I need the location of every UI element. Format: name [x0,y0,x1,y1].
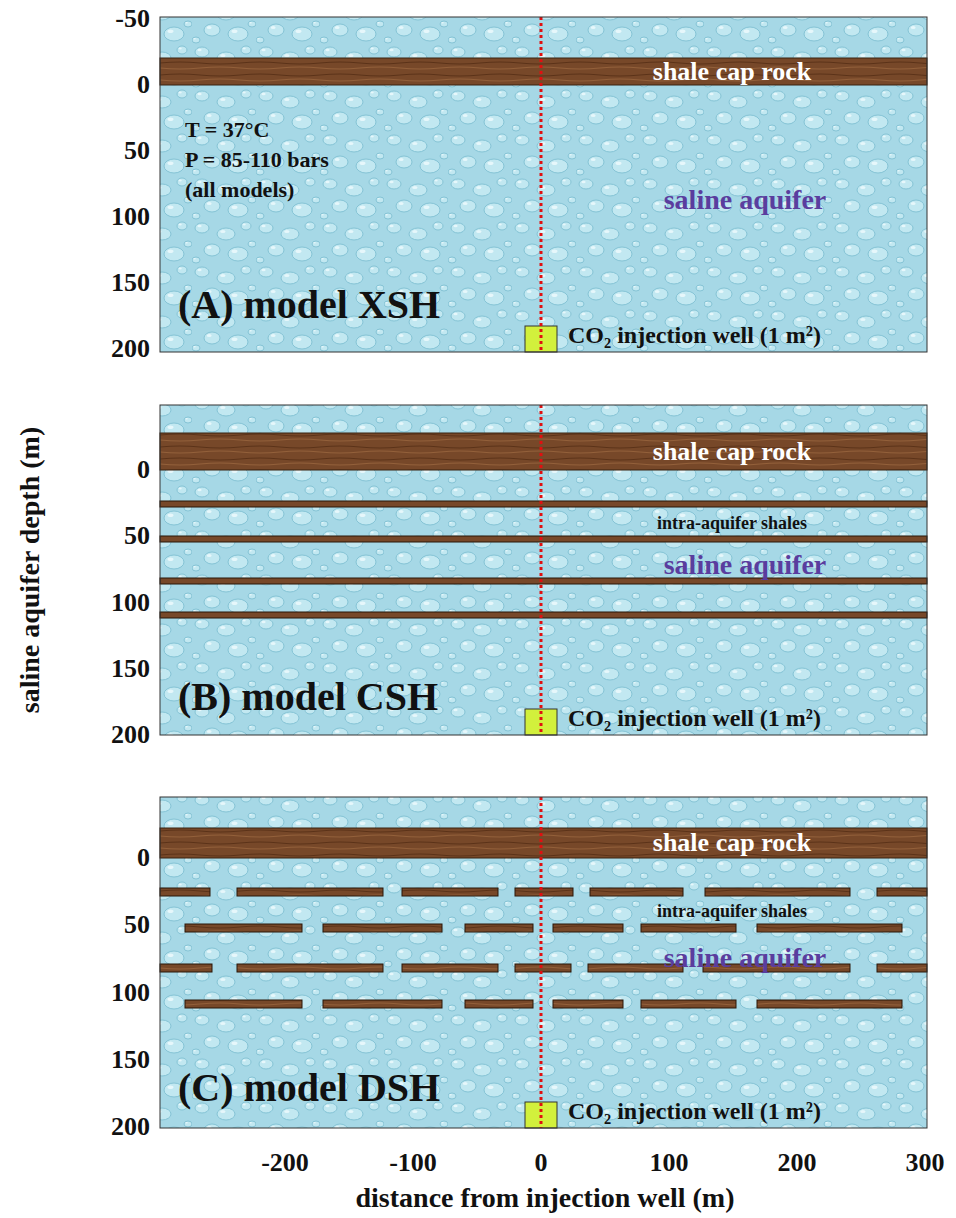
cap-rock: shale cap rock [160,828,927,858]
region-label: saline aquifer [664,186,827,214]
panel-note: T = 37°C P = 85-110 bars (all models) [185,115,329,205]
depth-tick: 150 [111,1047,150,1073]
shale-lens [465,1000,533,1008]
model-title: (B) model CSH [178,677,438,717]
panel-frame [160,17,927,352]
aquifer-panel [160,797,927,1128]
shale-lens [515,888,573,896]
depth-tick: 150 [111,656,150,682]
distance-tick: 300 [906,1150,945,1176]
shale-lens [402,964,498,972]
shale-lens [877,964,927,972]
shale-lens [160,964,212,972]
distance-tick: -200 [261,1150,309,1176]
x-axis-title: distance from injection well (m) [356,1184,735,1212]
shale-lens [705,888,850,896]
shale-lens [553,1000,623,1008]
depth-tick: 50 [124,523,150,549]
y-axis-title: saline aquifer depth (m) [16,427,44,714]
shale-layer [160,612,927,618]
saline-water [160,797,927,1128]
aquifer-panel [160,17,927,352]
model-title: (C) model DSH [178,1068,440,1108]
cap-rock-band [160,433,927,470]
cap-label: shale cap rock [653,830,811,856]
shale-layer [160,536,927,542]
well-axis [540,797,543,1128]
shale-lens [402,888,498,896]
shale-lens [160,888,210,896]
depth-tick: -50 [115,6,150,32]
cap-rock: shale cap rock [160,433,927,470]
distance-tick: 200 [778,1150,817,1176]
depth-tick: 200 [111,722,150,748]
depth-tick: 0 [137,457,150,483]
shale-lens [877,888,927,896]
depth-tick: 50 [124,912,150,938]
shale-lens [553,924,623,932]
panel-frame [160,405,927,735]
shale-lens [237,964,383,972]
well-label: CO₂ injection well (1 m²) [568,323,821,347]
cap-rock-band [160,58,927,85]
cap-rock: shale cap rock [160,58,927,85]
shale-lens [465,924,533,932]
depth-tick: 100 [111,590,150,616]
aquifer-panel [160,405,927,735]
shale-lens [237,888,383,896]
aquifer-model-panel: T = 37°C P = 85-110 bars (all models) sal… [160,17,927,352]
depth-tick: 100 [111,204,150,230]
injection-well: CO₂ injection well (1 m²) [525,709,826,735]
distance-tick: 0 [535,1150,548,1176]
aquifer-model-panel: intra-aquifer shales saline aquifer (C) mo… [160,797,927,1128]
shale-lens [641,924,736,932]
injection-well: CO₂ injection well (1 m²) [525,326,826,352]
shale-lens [185,924,302,932]
shale-lens [185,1000,302,1008]
panel-frame [160,797,927,1128]
panel-note: intra-aquifer shales [657,902,807,920]
saline-water [160,17,927,352]
depth-tick: 100 [111,980,150,1006]
injection-well: CO₂ injection well (1 m²) [525,1102,826,1128]
shale-lens [323,924,442,932]
depth-tick: 0 [137,72,150,98]
well-axis [540,405,543,735]
well-axis [540,17,543,352]
shale-layer [160,501,927,507]
distance-tick: 100 [650,1150,689,1176]
region-label: saline aquifer [664,944,827,972]
shale-lens [515,964,571,972]
model-title: (A) model XSH [178,285,440,325]
cap-label: shale cap rock [653,439,811,465]
shale-lens [590,888,683,896]
saline-water [160,405,927,735]
depth-tick: 0 [137,845,150,871]
depth-tick: 150 [111,270,150,296]
region-label: saline aquifer [664,551,827,579]
depth-tick: 200 [111,336,150,362]
distance-tick: -100 [389,1150,437,1176]
depth-tick: 50 [124,138,150,164]
panel-note: intra-aquifer shales [657,514,807,532]
depth-tick: 200 [111,1114,150,1140]
cap-label: shale cap rock [653,59,811,85]
shale-lens [757,1000,902,1008]
well-label: CO₂ injection well (1 m²) [568,1099,821,1123]
cap-rock-band [160,828,927,858]
shale-lens [641,1000,736,1008]
aquifer-model-panel: intra-aquifer shales saline aquifer (B) mo… [160,405,927,735]
shale-lens [757,924,902,932]
shale-lens [323,1000,442,1008]
well-label: CO₂ injection well (1 m²) [568,706,821,730]
